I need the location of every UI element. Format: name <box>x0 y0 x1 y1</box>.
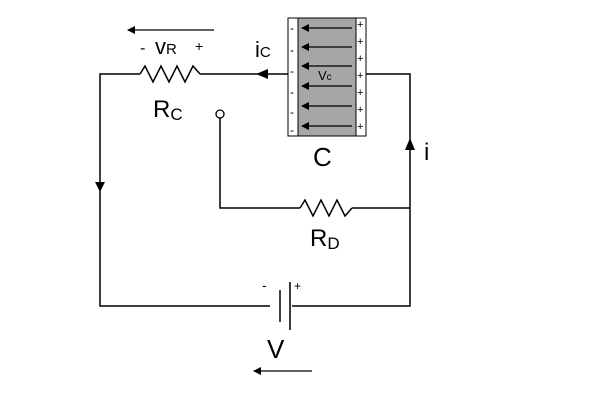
vc-label: Vc <box>318 68 332 83</box>
capacitor-label: C <box>313 142 332 172</box>
vr-plus-label: + <box>195 38 203 54</box>
field-arrows <box>301 24 352 130</box>
positive-sign: + <box>357 53 363 65</box>
battery-plus-label: + <box>294 279 301 293</box>
rd-label: RD <box>310 225 340 253</box>
ic-label: iC <box>255 37 271 62</box>
ic-arrow-icon <box>256 69 268 79</box>
negative-sign: - <box>290 64 294 78</box>
capacitor-right-dielectric <box>355 17 367 137</box>
wire-rd-left <box>219 118 300 209</box>
positive-sign: + <box>357 19 363 31</box>
positive-sign: + <box>357 87 363 99</box>
positive-sign: + <box>357 104 363 116</box>
wire-right <box>292 73 411 307</box>
battery-minus-label: - <box>262 277 267 293</box>
vr-minus-label: - <box>140 40 145 57</box>
capacitor-left-dielectric <box>287 17 299 137</box>
battery <box>279 282 291 330</box>
negative-sign: - <box>290 43 294 57</box>
capacitor-positive-signs: + + + + + + + <box>357 19 363 133</box>
positive-sign: + <box>357 121 363 133</box>
circuit-wires <box>99 73 411 307</box>
positive-sign: + <box>357 70 363 82</box>
capacitor-negative-signs: - - - - - - <box>290 21 294 137</box>
voltage-label: V <box>267 334 285 364</box>
negative-sign: - <box>290 85 294 99</box>
resistor-rc <box>139 64 201 84</box>
rc-label: RC <box>153 96 183 124</box>
vc-label-box <box>316 67 342 81</box>
current-label: i <box>424 139 429 166</box>
left-wire-arrow-icon <box>95 182 105 192</box>
vr-label: vR <box>155 34 177 59</box>
positive-sign: + <box>357 36 363 48</box>
resistor-rd <box>299 198 353 218</box>
negative-sign: - <box>290 123 294 137</box>
wire-top-left <box>99 73 270 307</box>
negative-sign: - <box>290 21 294 35</box>
negative-sign: - <box>290 105 294 119</box>
right-wire-arrow-icon <box>405 138 415 150</box>
open-terminal <box>215 109 225 119</box>
